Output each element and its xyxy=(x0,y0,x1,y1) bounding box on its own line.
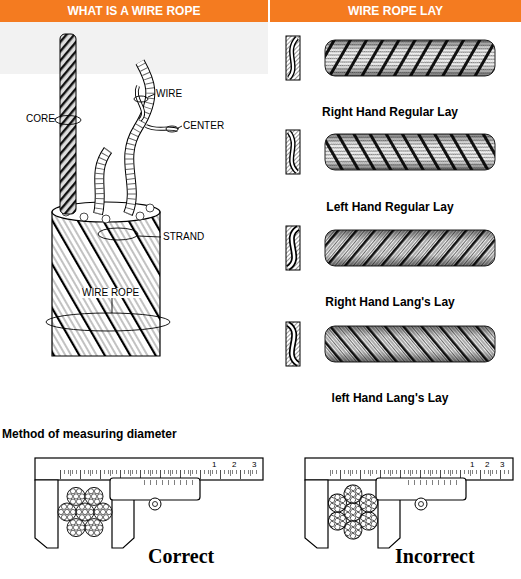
header-band: WIRE ROPE LAY xyxy=(270,0,521,22)
background-band xyxy=(0,22,268,74)
part-label: STRAND xyxy=(163,232,204,242)
scale-number: 1 xyxy=(212,461,216,469)
caliper-correct xyxy=(35,458,263,548)
scale-number: 3 xyxy=(252,461,256,469)
part-label: CENTER xyxy=(183,121,224,131)
part-label: CORE xyxy=(26,114,55,124)
part-label: WIRE xyxy=(156,89,182,99)
header-text: WHAT IS A WIRE ROPE xyxy=(68,4,201,18)
scale-number: 3 xyxy=(500,461,504,469)
part-label: WIRE ROPE xyxy=(80,288,141,298)
verdict-label: Correct xyxy=(148,546,214,566)
verdict-label: Incorrect xyxy=(395,546,475,566)
section-heading: Method of measuring diameter xyxy=(2,428,177,440)
caliper-incorrect xyxy=(305,458,513,548)
lay-caption: Left Hand Regular Lay xyxy=(300,201,480,213)
header-text: WIRE ROPE LAY xyxy=(348,4,443,18)
scale-number: 2 xyxy=(485,461,489,469)
scale-number: 2 xyxy=(232,461,236,469)
callout-leaders xyxy=(46,94,182,331)
wire-rope-drawing xyxy=(52,34,178,356)
lay-symbols xyxy=(286,36,300,366)
lay-caption: Right Hand Lang's Lay xyxy=(300,296,480,308)
lay-caption: Right Hand Regular Lay xyxy=(300,106,480,118)
scale-number: 1 xyxy=(470,461,474,469)
lay-caption: left Hand Lang's Lay xyxy=(300,392,480,404)
header-band: WHAT IS A WIRE ROPE xyxy=(0,0,268,22)
